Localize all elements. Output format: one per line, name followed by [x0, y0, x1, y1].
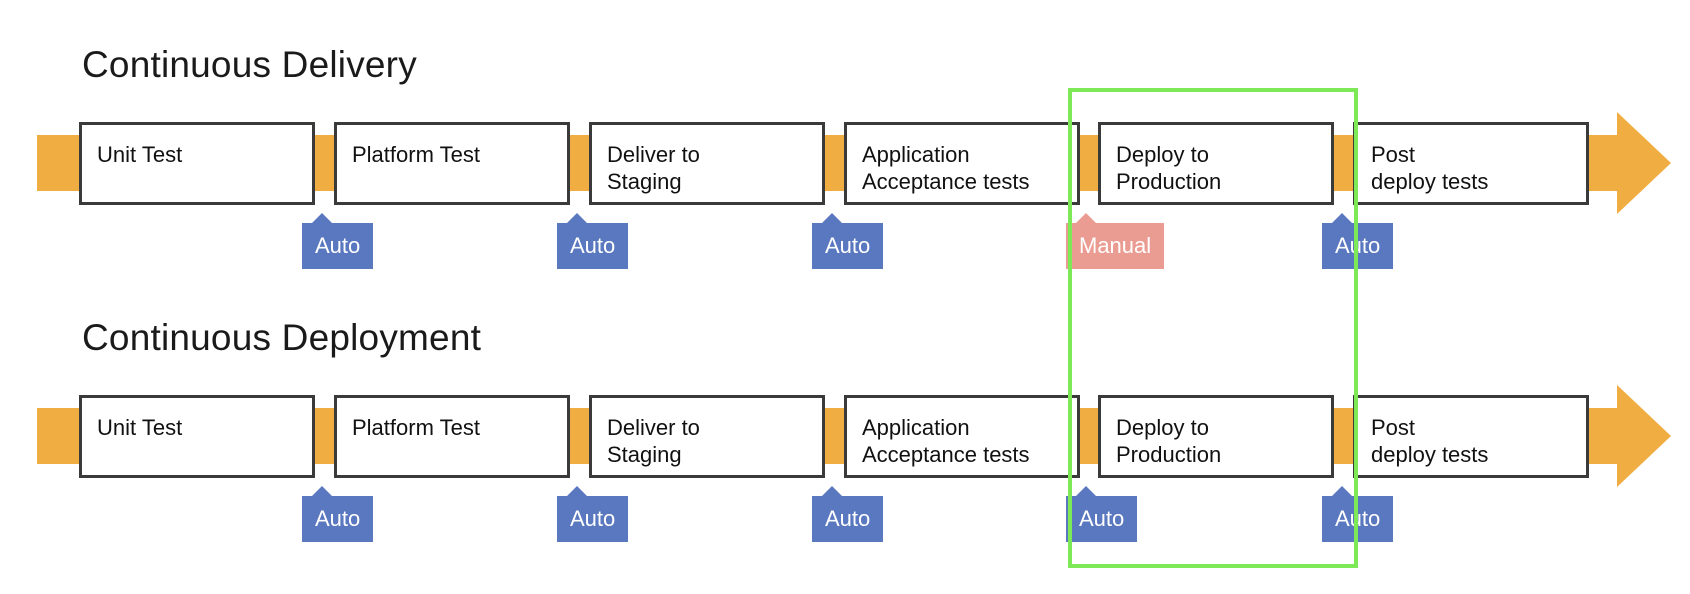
stage-deploy-to-production: Deploy to Production [1098, 395, 1334, 478]
gate-notch [312, 486, 332, 496]
gate-auto: Auto [1066, 486, 1138, 542]
continuous-delivery-title: Continuous Delivery [82, 44, 417, 85]
continuous-deployment-pipeline: Unit Test Platform Test Deliver to Stagi… [0, 381, 1690, 571]
gate-auto: Auto [812, 486, 884, 542]
gate-notch [1076, 486, 1096, 496]
stage-post-deploy-tests: Post deploy tests [1353, 122, 1589, 205]
stage-post-deploy-tests: Post deploy tests [1353, 395, 1589, 478]
stage-application-acceptance-tests: Application Acceptance tests [844, 395, 1080, 478]
stage-application-acceptance-tests: Application Acceptance tests [844, 122, 1080, 205]
continuous-deployment-title: Continuous Deployment [82, 317, 482, 358]
gate-notch [822, 486, 842, 496]
stage-platform-test: Platform Test [334, 395, 570, 478]
gate-notch [1332, 486, 1352, 496]
gate-label: Auto [570, 233, 616, 258]
stage-unit-test: Unit Test [79, 122, 315, 205]
gate-label: Auto [825, 506, 871, 531]
gate-label: Auto [570, 506, 616, 531]
gate-label: Auto [825, 233, 871, 258]
gate-notch [1332, 213, 1352, 223]
stage-platform-test: Platform Test [334, 122, 570, 205]
stage-deliver-to-staging: Deliver to Staging [589, 395, 825, 478]
gate-notch [312, 213, 332, 223]
stage-unit-test: Unit Test [79, 395, 315, 478]
pipeline-arrow-head [1617, 112, 1671, 214]
gate-label: Auto [315, 506, 361, 531]
gate-notch [567, 213, 587, 223]
stage-deploy-to-production: Deploy to Production [1098, 122, 1334, 205]
pipeline-arrow-head [1617, 385, 1671, 487]
gate-auto: Auto [302, 213, 374, 269]
gate-auto: Auto [1322, 486, 1394, 542]
gate-label: Auto [1079, 506, 1125, 531]
gate-notch [1076, 213, 1096, 223]
gate-auto: Auto [302, 486, 374, 542]
continuous-delivery-pipeline: Unit Test Platform Test Deliver to Stagi… [0, 108, 1690, 298]
gate-auto: Auto [557, 213, 629, 269]
gate-label: Auto [1335, 233, 1381, 258]
gate-auto: Auto [812, 213, 884, 269]
gate-label: Auto [315, 233, 361, 258]
gate-label: Manual [1079, 233, 1152, 258]
gate-auto: Auto [1322, 213, 1394, 269]
gate-manual: Manual [1066, 213, 1165, 269]
gate-notch [822, 213, 842, 223]
gate-notch [567, 486, 587, 496]
stage-deliver-to-staging: Deliver to Staging [589, 122, 825, 205]
gate-label: Auto [1335, 506, 1381, 531]
gate-auto: Auto [557, 486, 629, 542]
